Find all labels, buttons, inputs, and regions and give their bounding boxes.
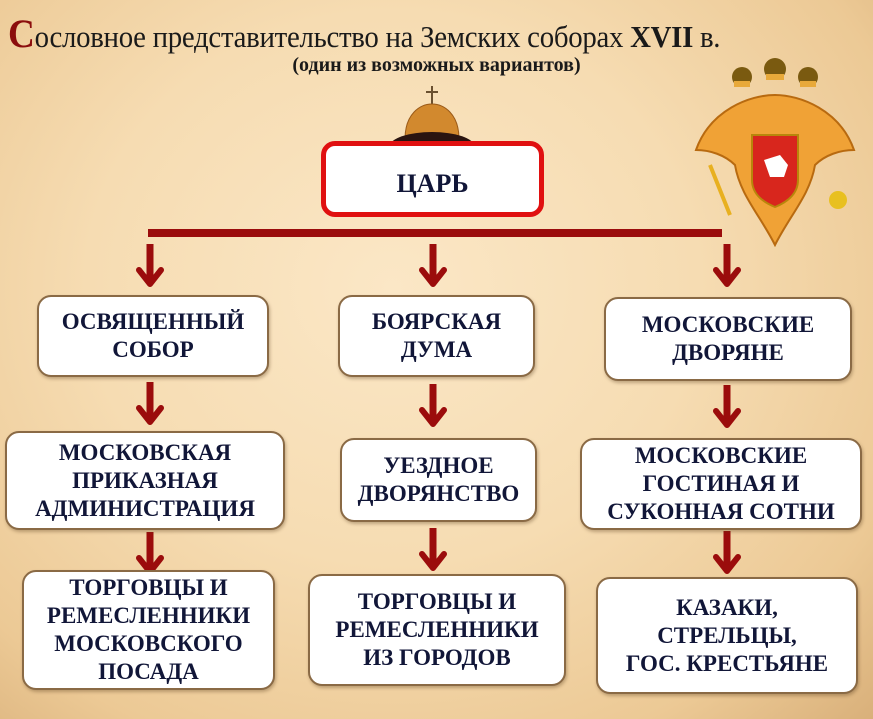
estate-box: БОЯРСКАЯ ДУМА (338, 295, 535, 377)
page-subtitle: (один из возможных вариантов) (292, 54, 581, 76)
double-headed-eagle-icon (694, 58, 856, 247)
estate-box: УЕЗДНОЕ ДВОРЯНСТВО (340, 438, 537, 522)
title-initial: С (8, 11, 35, 56)
title-suffix: в. (693, 19, 721, 54)
title-text: ословное представительство на Земских со… (34, 19, 631, 54)
tsar-box: ЦАРЬ (321, 141, 544, 217)
estate-box: ТОРГОВЦЫ И РЕМЕСЛЕННИКИ ИЗ ГОРОДОВ (308, 574, 566, 686)
estate-box: МОСКОВСКИЕ ГОСТИНАЯ И СУКОННАЯ СОТНИ (580, 438, 862, 530)
estate-box: КАЗАКИ, СТРЕЛЬЦЫ, ГОС. КРЕСТЬЯНЕ (596, 577, 858, 694)
down-arrow-icon (419, 384, 447, 427)
down-arrow-icon (713, 531, 741, 574)
estate-box: МОСКОВСКИЕ ДВОРЯНЕ (604, 297, 852, 381)
connector-line (148, 229, 722, 237)
page-title: Сословное представительство на Земских с… (8, 10, 808, 57)
estate-box: МОСКОВСКАЯ ПРИКАЗНАЯ АДМИНИСТРАЦИЯ (5, 431, 285, 530)
down-arrow-icon (136, 382, 164, 425)
down-arrow-icon (419, 244, 447, 287)
down-arrow-icon (713, 385, 741, 428)
down-arrow-icon (713, 244, 741, 287)
down-arrow-icon (136, 244, 164, 287)
estate-box: ТОРГОВЦЫ И РЕМЕСЛЕННИКИ МОСКОВСКОГО ПОСА… (22, 570, 275, 690)
down-arrow-icon (419, 528, 447, 571)
estate-box: ОСВЯЩЕННЫЙ СОБОР (37, 295, 269, 377)
title-century: XVII (630, 19, 694, 54)
